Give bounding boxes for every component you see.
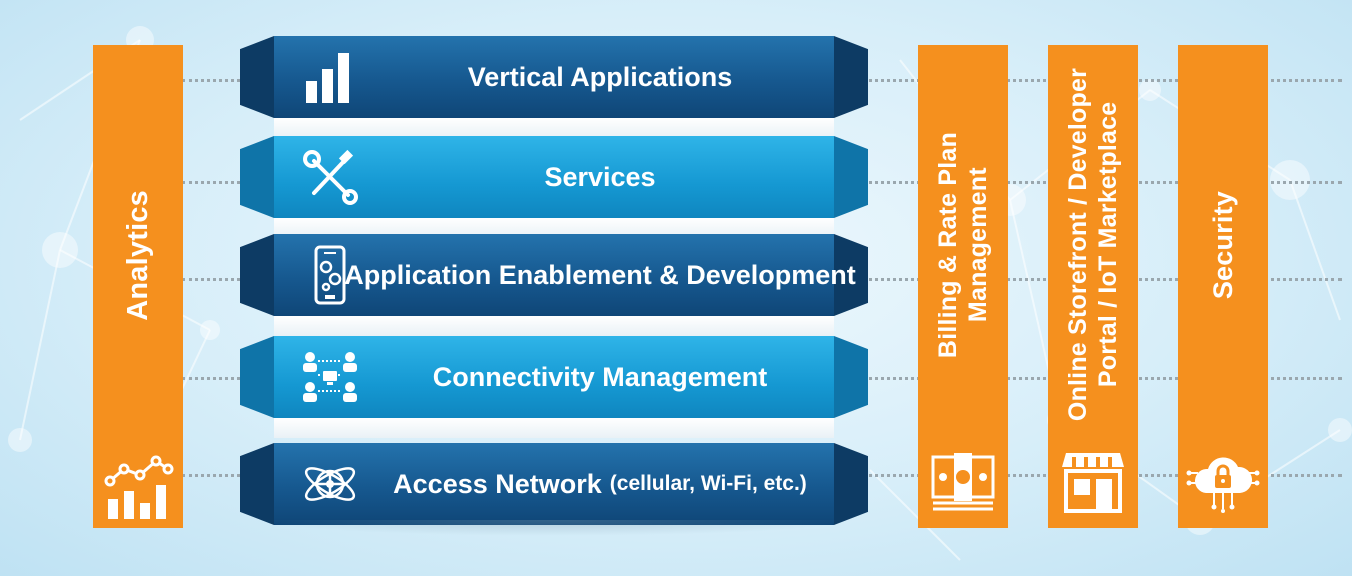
- stack-shadow: [258, 520, 852, 536]
- billing-label-line1: Billing & Rate Plan: [934, 131, 962, 359]
- connector-line-row3: [182, 278, 252, 281]
- layer-connectivity-management: Connectivity Management: [240, 336, 868, 438]
- layer-label: Vertical Applications: [467, 61, 733, 92]
- storefront-label-line2: Portal / IoT Marketplace: [1094, 102, 1122, 388]
- layer-label-main: Access Network: [393, 468, 602, 499]
- analytics-label: Analytics: [122, 189, 154, 321]
- layer-services: Services: [240, 136, 868, 238]
- security-label: Security: [1208, 190, 1238, 300]
- globe-network-icon: [304, 467, 356, 501]
- analytics-pillar: Analytics: [93, 45, 183, 528]
- storefront-label: Online Storefront / Developer Portal / I…: [1063, 68, 1123, 421]
- storefront-label-line1: Online Storefront / Developer: [1064, 68, 1092, 422]
- connected-users-icon: [303, 352, 357, 402]
- layer-label: Access Network (cellular, Wi-Fi, etc.): [372, 443, 828, 525]
- analytics-chart-icon: [104, 455, 174, 519]
- layer-application-enablement: Application Enablement & Development: [240, 234, 868, 336]
- billing-pillar: Billing & Rate Plan Management: [918, 45, 1008, 528]
- layer-label: Application Enablement & Development: [344, 259, 856, 290]
- layer-access-network: Access Network (cellular, Wi-Fi, etc.): [240, 443, 868, 525]
- storefront-pillar: Online Storefront / Developer Portal / I…: [1048, 45, 1138, 528]
- cloud-lock-icon: [1186, 457, 1260, 513]
- layer-vertical-applications: Vertical Applications: [240, 36, 868, 138]
- billing-label: Billing & Rate Plan Management: [933, 132, 993, 358]
- billing-label-line2: Management: [964, 167, 992, 323]
- connector-line-row1: [182, 79, 252, 82]
- storefront-icon: [1062, 453, 1124, 513]
- security-pillar: Security: [1178, 45, 1268, 528]
- connector-line-row2: [182, 181, 252, 184]
- layer-label: Connectivity Management: [432, 361, 768, 392]
- wrench-screwdriver-icon: [303, 149, 358, 205]
- money-icon: [931, 453, 995, 511]
- connector-line-row4: [182, 377, 252, 380]
- bar-chart-icon: [306, 53, 349, 103]
- smartphone-gears-icon: [314, 245, 346, 305]
- layer-label-suffix: (cellular, Wi-Fi, etc.): [609, 472, 807, 495]
- layer-label: Services: [544, 161, 656, 192]
- connector-line-row5: [182, 474, 252, 477]
